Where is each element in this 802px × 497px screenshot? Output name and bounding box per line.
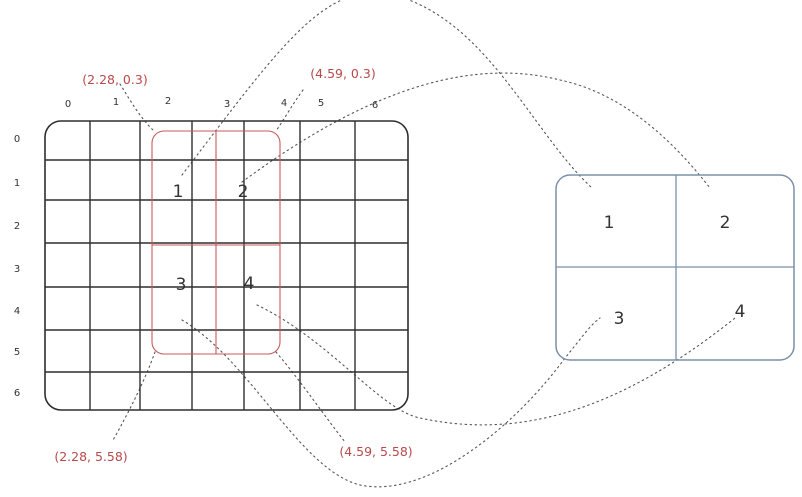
x-tick-label: 0 bbox=[65, 99, 71, 110]
coord-top-left: (2.28, 0.3) bbox=[82, 72, 147, 87]
coord-leader-bottom-right bbox=[275, 351, 346, 443]
connector-lines bbox=[111, 0, 736, 488]
x-tick-label: 5 bbox=[318, 98, 324, 109]
source-cell-3-label: 3 bbox=[176, 275, 187, 295]
connector-curve-3 bbox=[181, 317, 601, 488]
coord-bottom-right: (4.59, 5.58) bbox=[339, 444, 412, 459]
coord-top-right: (4.59, 0.3) bbox=[310, 66, 375, 81]
y-tick-label: 5 bbox=[14, 347, 20, 358]
result-cell-1-label: 1 bbox=[604, 213, 615, 233]
grid-horizontal-lines bbox=[45, 159, 408, 373]
coord-leader-top-left bbox=[119, 83, 156, 133]
y-tick-label: 2 bbox=[14, 221, 20, 232]
connector-curve-4 bbox=[256, 304, 736, 426]
grid-border bbox=[44, 120, 409, 411]
coordinate-labels: (2.28, 0.3) (4.59, 0.3) (2.28, 5.58) (4.… bbox=[54, 66, 412, 464]
x-tick-label: 3 bbox=[224, 99, 230, 110]
source-cell-1-label: 1 bbox=[173, 182, 184, 202]
coord-bottom-left: (2.28, 5.58) bbox=[54, 449, 127, 464]
source-cell-4-label: 4 bbox=[244, 274, 255, 294]
y-tick-label: 1 bbox=[14, 178, 20, 189]
source-cell-2-label: 2 bbox=[238, 182, 249, 202]
y-tick-label: 0 bbox=[14, 134, 20, 145]
connector-curve-2 bbox=[241, 72, 711, 189]
source-cell-labels: 1 2 3 4 bbox=[173, 182, 255, 295]
result-cell-4-label: 4 bbox=[735, 302, 746, 322]
y-axis-ticks: 0 1 2 3 4 5 6 bbox=[14, 134, 20, 399]
x-tick-label: 4 bbox=[281, 98, 287, 109]
y-tick-label: 3 bbox=[14, 264, 20, 275]
x-tick-label: 6 bbox=[372, 100, 378, 111]
x-axis-ticks: 0 1 2 3 4 5 6 bbox=[65, 96, 378, 111]
connector-curve-1 bbox=[181, 0, 593, 189]
y-tick-label: 6 bbox=[14, 388, 20, 399]
grid-vertical-lines bbox=[89, 121, 356, 410]
x-tick-label: 1 bbox=[113, 97, 119, 108]
coord-leader-bottom-left bbox=[111, 351, 156, 443]
result-panel: 1 2 3 4 bbox=[555, 174, 795, 361]
x-tick-label: 2 bbox=[165, 96, 171, 107]
result-cell-3-label: 3 bbox=[614, 309, 625, 329]
result-cell-2-label: 2 bbox=[720, 213, 731, 233]
source-grid bbox=[44, 120, 409, 411]
coord-leader-top-right bbox=[275, 89, 304, 132]
selected-region bbox=[151, 130, 281, 355]
y-tick-label: 4 bbox=[14, 306, 20, 317]
